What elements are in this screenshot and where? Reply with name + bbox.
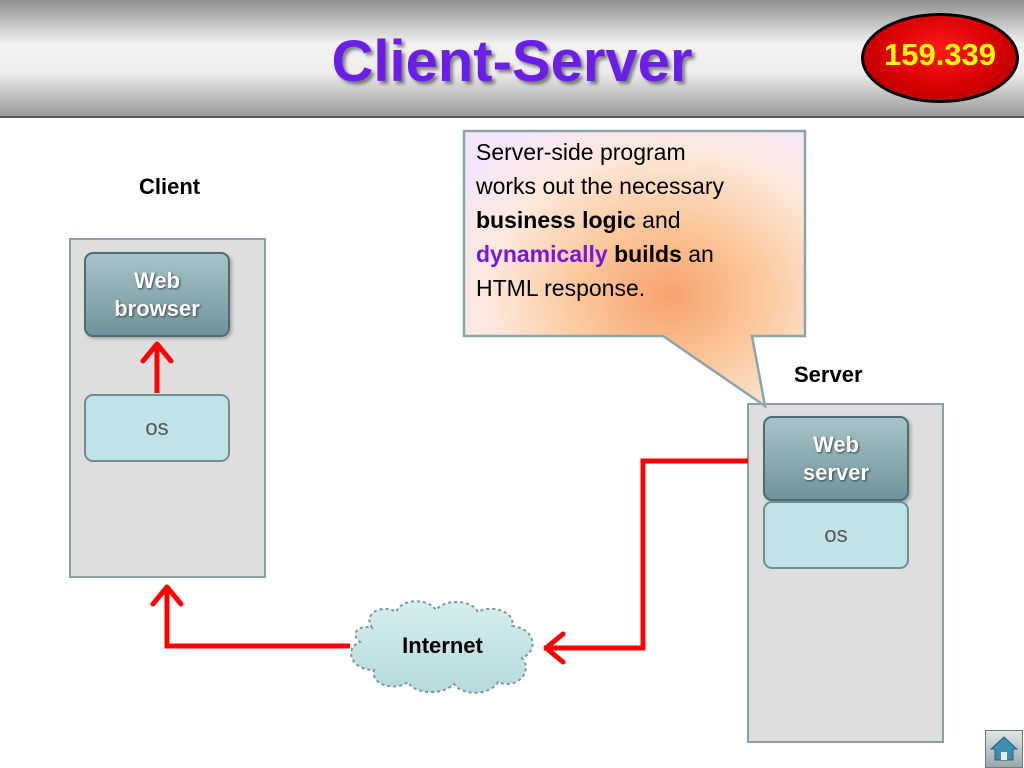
course-badge-text: 159.339	[883, 37, 997, 72]
course-badge: 159.339	[861, 13, 1019, 103]
emphasis-business-logic: business logic	[476, 207, 636, 233]
callout-line: HTML response.	[476, 275, 646, 301]
callout-line: dynamically builds an	[476, 237, 801, 271]
client-os-box: os	[84, 394, 230, 462]
callout-line: works out the necessary	[476, 173, 725, 199]
slide-header: Client-Server 159.339	[0, 0, 1024, 118]
server-os-box: os	[763, 501, 909, 569]
internet-to-client-arrow	[150, 584, 350, 649]
client-label: Client	[139, 174, 201, 199]
server-to-internet-arrow	[543, 458, 748, 665]
callout-text-segment: and	[635, 207, 681, 233]
callout-text-segment: an	[681, 241, 714, 267]
callout-line: Server-side program	[476, 139, 686, 165]
emphasis-builds: builds	[614, 241, 682, 267]
web-browser-box: Web browser	[84, 252, 230, 337]
web-server-box: Web server	[763, 416, 909, 501]
emphasis-dynamically: dynamically	[476, 241, 608, 267]
slide-title: Client-Server	[331, 29, 693, 94]
internet-label: Internet	[402, 633, 483, 658]
server-label: Server	[794, 362, 863, 387]
home-icon[interactable]	[985, 730, 1023, 768]
callout-line: business logic and	[476, 203, 801, 237]
callout-text: Server-side program works out the necess…	[476, 135, 801, 305]
